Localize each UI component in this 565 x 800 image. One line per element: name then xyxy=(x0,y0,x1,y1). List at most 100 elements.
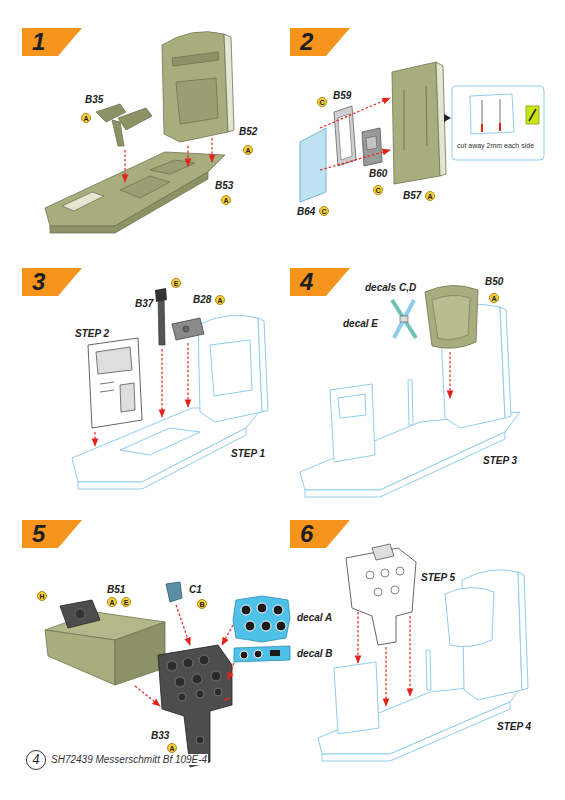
seat-pan xyxy=(432,295,470,339)
prior-seat xyxy=(445,587,494,646)
prior-plate-edge xyxy=(258,318,268,412)
note-text: cut away 2mm each side xyxy=(456,142,535,150)
part-number: B37 xyxy=(134,298,154,309)
decal-label: decals C,D xyxy=(364,282,417,293)
flag-fill xyxy=(22,520,82,548)
part-number: B59 xyxy=(332,90,352,101)
flag-fill xyxy=(22,28,82,56)
sprue-letter: A xyxy=(109,599,114,606)
panel-subassembly-dial xyxy=(366,571,374,579)
part-number: B50 xyxy=(484,276,504,287)
step-reference: STEP 1 xyxy=(230,448,266,459)
step-number: 6 xyxy=(300,522,313,546)
instrument-panel xyxy=(158,645,232,767)
step4-art xyxy=(300,285,520,497)
dial xyxy=(199,655,209,665)
sprue-letter-circle: A xyxy=(167,743,177,753)
floor-detail xyxy=(150,160,195,174)
part-number: B64 xyxy=(296,206,316,217)
sprue-letter: A xyxy=(83,115,88,122)
mechanism xyxy=(172,318,204,340)
step-reference: STEP 5 xyxy=(420,572,456,583)
page-number: 4 xyxy=(33,753,40,767)
frame-opening xyxy=(338,114,352,160)
cut-symbol xyxy=(526,106,539,124)
frame xyxy=(334,106,356,166)
assembly-arrow xyxy=(94,432,95,446)
step-number: 5 xyxy=(32,522,45,546)
detail-inset xyxy=(452,86,544,160)
part-number: B33 xyxy=(150,730,170,741)
panel-subassembly-detail xyxy=(372,544,394,560)
step2-art xyxy=(300,62,544,202)
stick-grip xyxy=(155,288,167,302)
sprue-letter: B xyxy=(199,601,204,608)
sprue-letter-circle: B xyxy=(197,599,207,609)
assembly-arrow xyxy=(320,98,390,128)
decal-dial xyxy=(245,621,255,631)
footer-text: SH72439 Messerschmitt Bf 109E-4 xyxy=(50,754,208,765)
sprue-letter: A xyxy=(217,297,222,304)
seat-armor-plate xyxy=(162,32,228,142)
sprue-letter-circle: A xyxy=(425,191,435,201)
seat-belt xyxy=(394,300,414,338)
assembly-arrow xyxy=(385,647,386,706)
part-number: B52 xyxy=(238,126,258,137)
prior-floor-detail xyxy=(120,428,200,455)
step-flag: 5 xyxy=(22,520,82,548)
sprue-letter: H xyxy=(39,593,44,600)
assembly-arrow xyxy=(211,138,212,162)
floor-side xyxy=(50,172,208,233)
bracket-detail xyxy=(366,136,377,150)
sprue-letter: C xyxy=(375,187,380,194)
decal-dial xyxy=(276,621,286,631)
decal-dial xyxy=(257,603,267,613)
pedal-bar xyxy=(112,120,124,146)
part-number: B57 xyxy=(402,190,422,201)
assembly-arrow xyxy=(124,150,125,182)
part-number: B35 xyxy=(84,94,104,105)
flag-shape xyxy=(22,28,82,56)
step1-art xyxy=(45,32,234,233)
flag-fill xyxy=(290,520,350,548)
back-plate xyxy=(392,62,440,184)
subassembly-detail xyxy=(96,347,132,374)
glass-panel xyxy=(300,128,326,202)
flag-fill xyxy=(22,268,82,296)
assembly-arrow xyxy=(135,686,160,706)
step-reference: STEP 2 xyxy=(74,328,110,339)
belt-buckle xyxy=(400,316,408,322)
assembly-arrow xyxy=(449,352,450,398)
assembly-arrow xyxy=(320,150,390,170)
prior-plate xyxy=(198,315,262,422)
dial xyxy=(211,671,221,681)
prior-stick xyxy=(426,650,431,690)
assembly-arrow xyxy=(187,146,188,166)
detail-pointer xyxy=(444,114,451,122)
sprue-letter-circle: C xyxy=(319,206,329,216)
flag-fill xyxy=(290,28,350,56)
panel-subassembly-dial xyxy=(374,588,382,596)
floor-block xyxy=(62,192,104,211)
sprue-letter-circle: C xyxy=(317,97,327,107)
flag-shape xyxy=(22,268,82,296)
step-number: 1 xyxy=(32,30,45,54)
assembly-arrow xyxy=(409,616,410,696)
assembly-arrow xyxy=(187,343,188,407)
prior-stick xyxy=(408,380,413,425)
sprue-letter: A xyxy=(491,295,496,302)
sprue-letter-circle: A xyxy=(107,597,117,607)
small-part xyxy=(166,582,182,602)
decal-sheet xyxy=(233,596,290,642)
step-number: 4 xyxy=(300,270,313,294)
dial xyxy=(183,658,193,668)
step-reference: STEP 3 xyxy=(482,455,518,466)
sprue-letter: A xyxy=(245,147,250,154)
part-number: B51 xyxy=(106,584,126,595)
seat-belt xyxy=(392,300,416,338)
plate-detail xyxy=(176,78,218,124)
assembly-arrow xyxy=(176,605,190,645)
panel-detail xyxy=(224,698,230,700)
decal-detail xyxy=(270,650,280,656)
sprue-letter: A xyxy=(169,745,174,752)
